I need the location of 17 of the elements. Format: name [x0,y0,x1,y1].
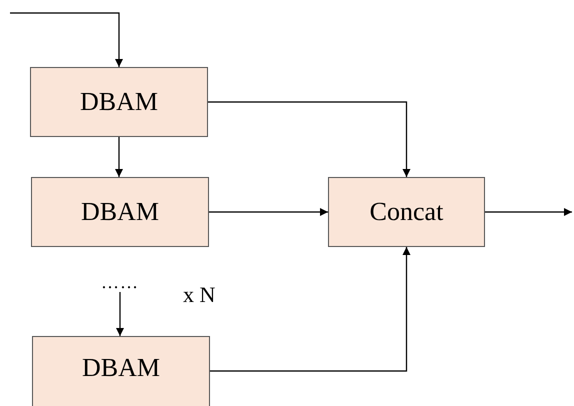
arrow [10,12,123,67]
repeat-label: x N [183,282,216,308]
arrow [485,208,572,216]
arrow [116,292,124,336]
arrow [208,101,410,177]
node-label: DBAM [80,197,159,227]
node-label: DBAM [80,87,158,117]
node-label: DBAM [82,353,160,383]
arrow [210,247,410,372]
process-box [328,177,485,247]
process-box [31,177,209,247]
arrow [115,137,123,177]
ellipsis-text: …… [101,272,139,292]
process-box [32,336,210,406]
arrow [209,208,328,216]
node-label: Concat [370,197,444,227]
process-box [30,67,208,137]
